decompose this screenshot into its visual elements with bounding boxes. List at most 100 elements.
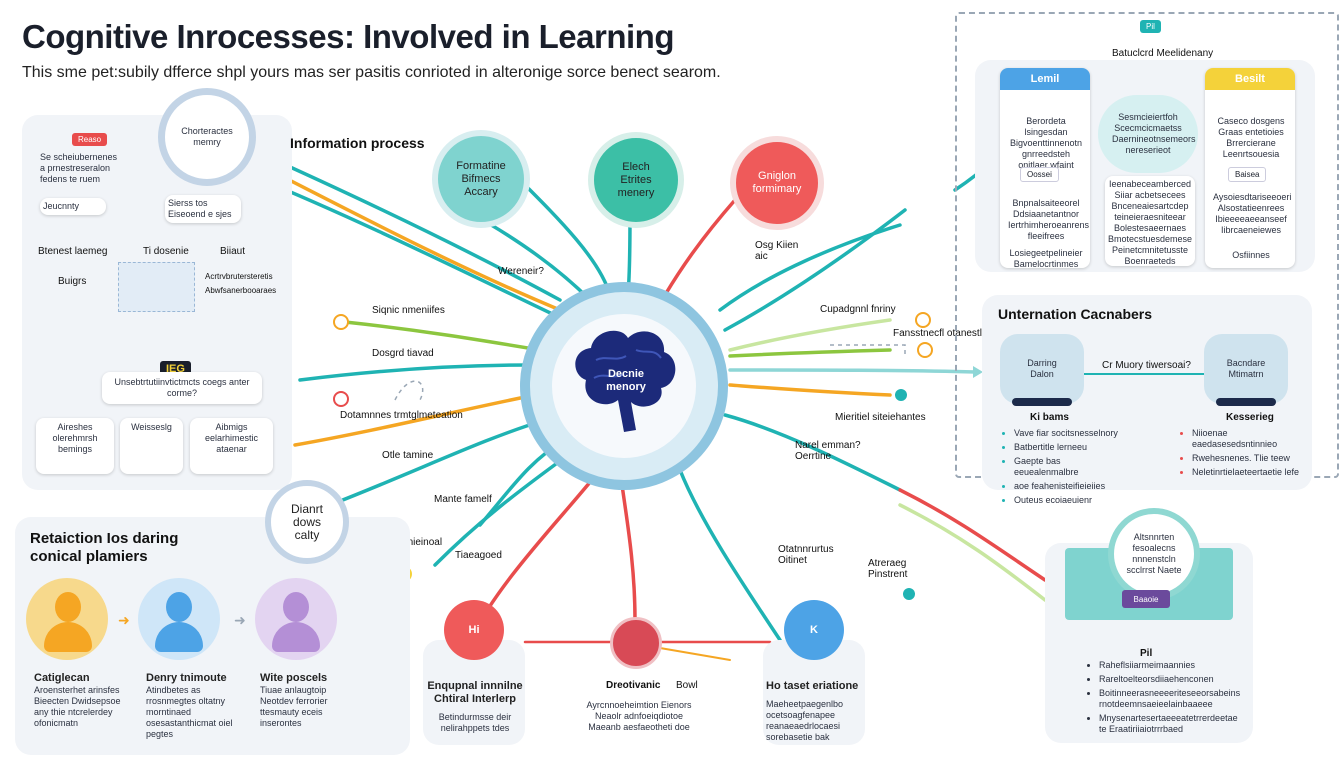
bottom-left-heading: Retaiction Ios daring conical plamiers: [30, 530, 179, 565]
left-panel-box-2: Sierss tos Eiseoend e sjes: [165, 195, 241, 223]
bottom-right-item: Mnysenartesertaeeeatetrrerdeetae te Eraa…: [1099, 713, 1239, 735]
left-panel-box-1: Jeucnnty: [40, 198, 106, 215]
mid-right-left-item: aoe feahenisteifieieiies: [1014, 481, 1124, 492]
connector-teal-7: [678, 468, 782, 642]
center-label-6: Mante famelf: [434, 494, 492, 505]
node-dot-1: [333, 314, 349, 330]
connector-teal-11: [718, 223, 902, 312]
connector-green-1: [343, 320, 542, 352]
person-2-title: Denry tnimoute: [146, 672, 227, 684]
node-dot-4: [915, 312, 931, 328]
center-label-9: Osg Kiien aic: [755, 240, 799, 262]
bottom-left-badge-circle: Dianrt dows calty: [265, 480, 349, 564]
top-right-col-1-text-2: Bnpnalsaiteeorel Ddsiaanetantnor Iertrhi…: [1008, 198, 1090, 241]
arrow-icon-2: ➜: [234, 612, 246, 628]
connector-green-4: [898, 503, 1047, 602]
connector-orange-3: [728, 383, 892, 397]
mid-right-left-box-label: Darring Dalon: [1027, 358, 1057, 379]
top-right-col-1-foot: Losiegeetpelineier Bamelocrtinmes: [1009, 248, 1083, 269]
arrow-head-1: [973, 366, 983, 378]
top-right-badge: Pil: [1140, 20, 1161, 33]
bottom-center-right-head-label: K: [810, 623, 818, 636]
person-3-text: Tiuae anlaugtoip Neotdev ferrorier ttesm…: [260, 685, 328, 728]
mid-right-left-item: Batbertitle lerneeu: [1014, 442, 1124, 453]
top-right-col-3-text: Caseco dosgens Graas entetioies Brrercie…: [1217, 116, 1285, 159]
arrow-icon-1: ➜: [118, 612, 130, 628]
bottom-right-circle-label: Altsnnrten fesoalecns nnnenstcln scclrrs…: [1126, 532, 1182, 575]
center-label-15: Atreraeg Pinstrent: [868, 558, 908, 580]
connector-red-2: [618, 468, 637, 622]
mid-right-right-item: Niioenae eaedasesedsntinnieo: [1192, 428, 1312, 450]
top-right-col-1-text: Berordeta lsingesdan Bigvoenttinnenotn g…: [1009, 116, 1083, 170]
node-dot-2: [333, 391, 349, 407]
center-circle-3-label: Gniglon formimary: [752, 170, 802, 195]
mid-right-left-base: [1012, 398, 1072, 406]
bottom-center-left-head: Hi: [444, 600, 504, 660]
left-panel-circle-label: Chorteractes memry: [181, 126, 233, 147]
brain-label: Decnie menory: [606, 368, 646, 393]
connector-orange-4: [659, 647, 731, 661]
center-label-1: Wereneir?: [498, 266, 544, 277]
left-panel-card-3: Aibmigs eelarhimestic ataenar: [190, 418, 273, 474]
center-label-13: Narel emman? Oerrtine: [795, 440, 861, 462]
bottom-center-left-text: Betindurmsse deir nelirahppets tdes: [438, 712, 512, 733]
top-right-col-3-foot: Osfiinnes: [1232, 250, 1270, 260]
bottom-right-button[interactable]: Baaoie: [1122, 590, 1170, 608]
person-1-text: Aroensterhet arinsfes Bieecten Dwidsepso…: [34, 685, 121, 728]
dna-icon: [610, 617, 662, 669]
left-panel-card-1: Aireshes olerehmrsh bemings: [36, 418, 114, 474]
mid-right-left-item: Vave fiar socitsnesselnory: [1014, 428, 1124, 439]
left-panel-line-1: Se scheiubernenes: [40, 152, 118, 162]
mid-right-left-sub: Ki bams: [1030, 412, 1069, 423]
mid-right-right-box: Bacndare Mtimatrn: [1204, 334, 1288, 404]
connector-green-2: [728, 318, 892, 352]
connector-teal-3: [298, 363, 532, 382]
dashed-connector-1: [394, 380, 424, 401]
person-2-block: Denry tnimoute Atindbetes as rrosnmegtes…: [146, 672, 236, 740]
information-process-title: Information process: [290, 135, 425, 151]
bottom-center-left-block: Enqupnal innnilne Chtiral Interlerp Beti…: [426, 680, 524, 734]
top-right-col-1-head: Lemil: [1000, 68, 1090, 90]
mid-right-left-item: Gaepte bas eeuealenmalbre: [1014, 456, 1124, 478]
center-label-12: Mieritiel siteiehantes: [835, 412, 926, 423]
bottom-center-mid-label-2: Bowl: [676, 680, 698, 691]
bottom-center-mid-label: Dreotivanic: [606, 680, 661, 691]
connector-orange-2: [293, 393, 537, 447]
mid-right-left-box: Darring Dalon: [1000, 334, 1084, 404]
left-panel-card-2: Weisseslg: [120, 418, 183, 474]
left-panel-highlight-box: [118, 262, 195, 312]
dashed-connector-2: [830, 344, 906, 355]
left-panel-line-3: fedens te ruem: [40, 174, 101, 184]
person-2-text: Atindbetes as rrosnmegtes oltatny mornti…: [146, 685, 233, 739]
connector-teal-13: [723, 413, 902, 492]
center-label-8: Tiaeagoed: [455, 550, 502, 561]
connector-teal-4: [328, 418, 547, 507]
mid-right-right-item: Rwehesnenes. Tlie teew: [1192, 453, 1312, 464]
person-3-title: Wite poscels: [260, 672, 328, 684]
node-dot-7: [903, 588, 915, 600]
node-dot-5: [917, 342, 933, 358]
left-panel-label-a: Btenest laemeg: [38, 246, 108, 257]
top-right-col-1-tag: Oossei: [1020, 167, 1059, 182]
bottom-center-left-title: Enqupnal innnilne Chtiral Interlerp: [427, 680, 523, 705]
connector-teal-12: [723, 208, 907, 332]
center-circle-1-label: Formatine Bifmecs Accary: [456, 159, 506, 198]
mid-right-right-sub: Kesserieg: [1226, 412, 1274, 423]
bottom-center-mid-text: Ayrcnnoeheimtion Eienors Neaolr adnfoeiq…: [586, 700, 692, 732]
bottom-right-item: Raheflsiiarmeimaannies: [1099, 660, 1239, 671]
center-circle-2-label: Elech Etrites menery: [617, 160, 655, 199]
left-panel-label-d: Biiaut: [220, 246, 246, 257]
left-panel-tag: Reaso: [72, 133, 108, 146]
person-1-title: Catiglecan: [34, 672, 90, 684]
mid-right-left-list: Vave fiar socitsnesselnory Batbertitle l…: [1000, 428, 1124, 509]
left-panel-label-b: Buigrs: [58, 276, 87, 287]
mid-right-arrow-label: Cr Muory tiwersoai?: [1102, 360, 1191, 371]
top-right-col-2-text: Ieenabeceamberced Siiar acbetsecees Bnce…: [1105, 176, 1195, 266]
mid-right-heading: Unternation Cacnabers: [998, 306, 1153, 322]
mid-right-arrow-line: [1084, 373, 1204, 375]
center-label-2: Siqnic nmeniifes: [372, 305, 445, 316]
connector-red-4: [898, 488, 1047, 582]
left-panel-line-2: a prnestreseralon: [40, 163, 111, 173]
center-circle-3: Gniglon formimary: [730, 136, 824, 230]
bottom-center-right-block: Ho taset eriatione Maeheetpaegenlbo ocet…: [766, 680, 864, 743]
